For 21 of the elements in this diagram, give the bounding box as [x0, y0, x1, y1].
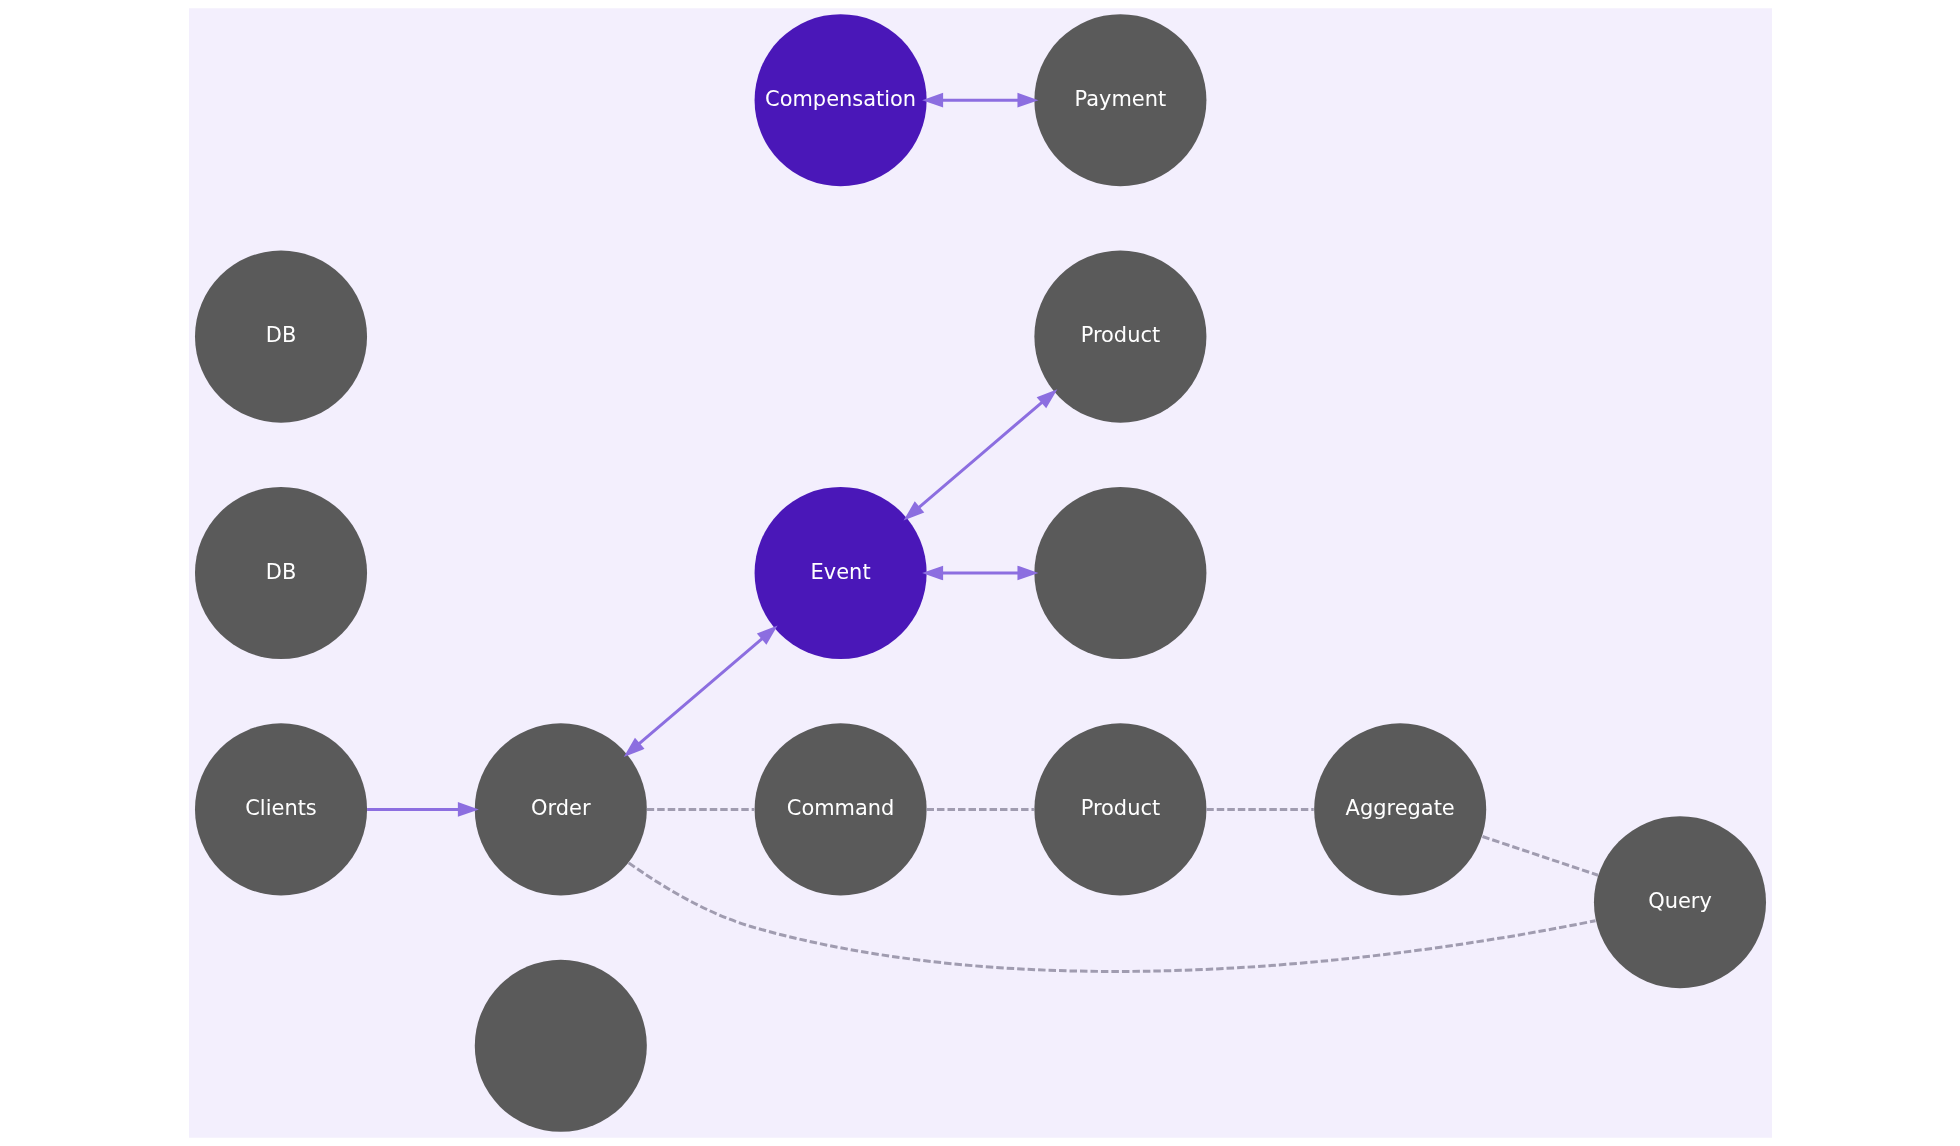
connector [646, 807, 754, 811]
node-circle: Query [1593, 816, 1766, 989]
connector [1481, 835, 1599, 877]
node-circle: Product [1033, 723, 1206, 896]
connector [926, 807, 1034, 811]
connector [627, 861, 1596, 973]
arrow [903, 389, 1057, 521]
node-circle: DB [194, 250, 367, 423]
node-circle [1033, 486, 1206, 660]
arrow [921, 92, 1038, 108]
arrow [366, 802, 479, 817]
connector [1205, 807, 1314, 811]
node-circle: DB [194, 486, 367, 660]
node-circle: Compensation [754, 14, 927, 187]
node-circle: Clients [194, 723, 367, 896]
arrow [623, 625, 778, 757]
arrow [921, 565, 1038, 581]
node-circle [474, 959, 647, 1132]
node-circle: Payment [1033, 14, 1206, 187]
node-circle: Aggregate [1313, 723, 1486, 896]
node-circle: Command [754, 723, 927, 896]
